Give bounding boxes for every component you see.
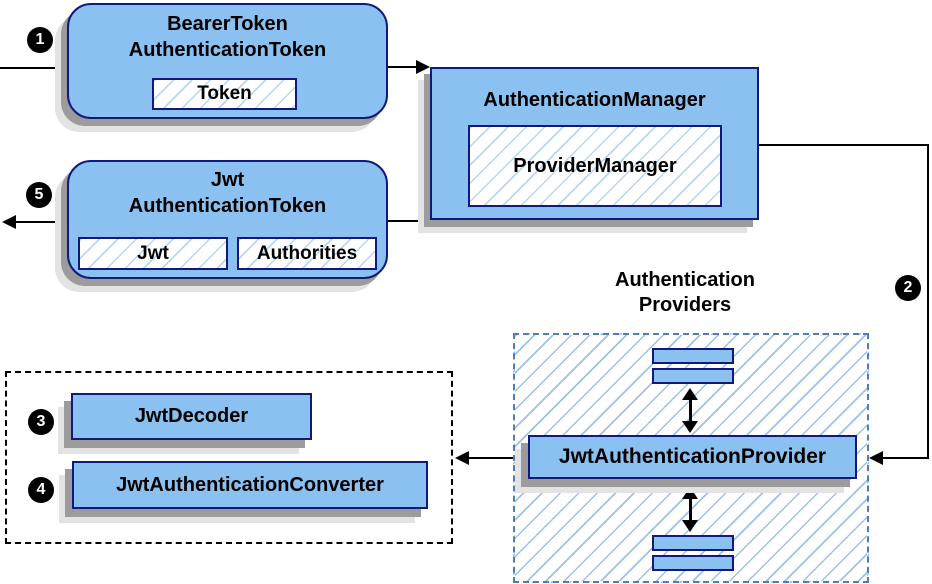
authentication-providers-label: Authentication Providers [540,268,830,318]
jwt-token-title-line2: AuthenticationToken [128,195,327,217]
authentication-manager-title: AuthenticationManager [483,89,706,111]
double-arrow-icon [681,388,699,433]
jwt-token-title-line1: Jwt [210,169,245,191]
jwt-decoder-node: JwtDecoder [71,393,312,440]
step-4-badge: 4 [28,477,54,503]
provider-placeholder-bar [652,555,734,571]
provider-to-decoder-arrowhead-icon [455,451,469,465]
decoder-converter-container [5,371,453,544]
authentication-providers-label-line1: Authentication [615,269,755,291]
manager-to-provider-arrowhead-icon [869,451,883,465]
provider-manager-chip: ProviderManager [468,125,722,207]
bearer-token-title-line2: AuthenticationToken [128,39,327,61]
incoming-request-line [0,67,67,69]
manager-to-provider-line-top [759,144,929,146]
bearer-to-manager-arrowhead-icon [416,60,430,74]
step-2-badge: 2 [895,275,921,301]
jwt-chip-label: Jwt [137,242,169,264]
authentication-providers-label-line2: Providers [638,294,732,316]
jwt-authentication-provider-node: JwtAuthenticationProvider [528,435,857,479]
jwt-decoder-label: JwtDecoder [134,405,249,427]
provider-to-decoder-line [469,457,528,459]
authorities-chip-label: Authorities [256,242,358,264]
provider-placeholder-bar [652,348,734,364]
bearer-token-node: BearerToken AuthenticationToken [67,3,388,119]
authorities-chip: Authorities [237,237,377,270]
provider-manager-chip-label: ProviderManager [513,154,677,177]
jwt-authentication-converter-node: JwtAuthenticationConverter [72,461,428,509]
manager-to-provider-line-vertical [927,144,929,459]
manager-to-provider-line-bottom [883,457,929,459]
bearer-to-manager-line [388,66,416,68]
token-chip-label: Token [197,83,252,104]
jwt-authentication-converter-label: JwtAuthenticationConverter [116,473,384,496]
manager-to-jwt-token-line [388,220,430,222]
double-arrow-icon [681,487,699,532]
step-5-badge: 5 [26,182,52,208]
provider-placeholder-bar [652,535,734,551]
outgoing-response-line [16,221,67,223]
step-1-badge: 1 [27,27,53,53]
jwt-chip: Jwt [78,237,228,270]
jwt-authentication-provider-label: JwtAuthenticationProvider [558,445,827,468]
provider-placeholder-bar [652,368,734,384]
bearer-token-title-line1: BearerToken [167,13,288,35]
token-chip: Token [152,78,297,110]
outgoing-response-arrowhead-icon [2,215,16,229]
step-3-badge: 3 [28,409,54,435]
